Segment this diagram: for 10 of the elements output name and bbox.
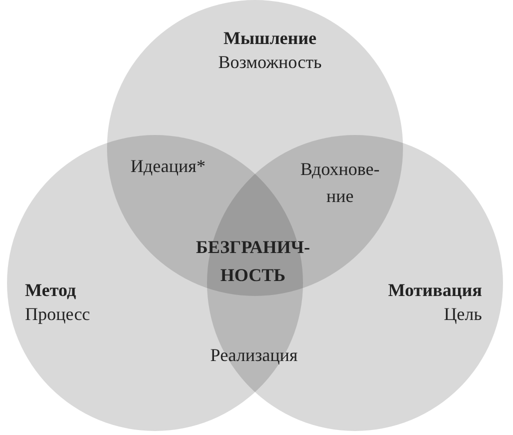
- circle-subtitle: Цель: [444, 303, 482, 326]
- circle-subtitle: Процесс: [25, 303, 90, 326]
- overlap-label: Реализация: [210, 344, 298, 367]
- circle-subtitle: Возможность: [218, 51, 322, 74]
- circle-title: Мышление: [223, 27, 317, 50]
- overlap-label: Идеация*: [130, 155, 206, 178]
- circle-title: Мотивация: [388, 279, 482, 302]
- overlap-label: Вдохнове- ние: [300, 158, 380, 208]
- circle-title: Метод: [25, 279, 76, 302]
- center-label: БЕЗГРАНИЧ- НОСТЬ: [196, 236, 310, 287]
